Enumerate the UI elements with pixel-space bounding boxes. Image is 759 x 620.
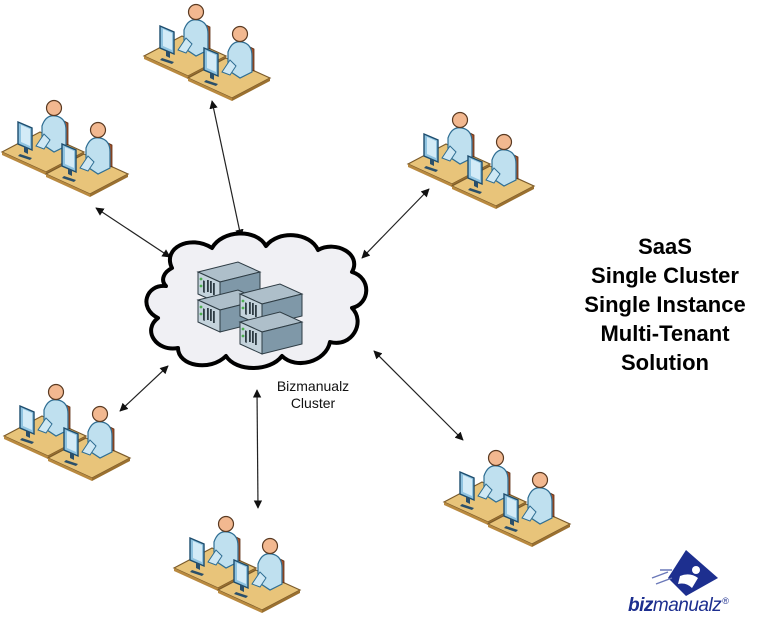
cluster-label-line-1: Bizmanualz — [276, 378, 350, 394]
arrow-bottom — [252, 389, 263, 509]
registered-mark: ® — [722, 595, 729, 606]
logo-mark-icon — [651, 550, 718, 596]
arrow-lower-left — [119, 365, 169, 412]
workstation-group-upper-right — [408, 113, 534, 210]
arrow-lower-right — [373, 350, 464, 441]
title-line-5: Solution — [621, 350, 709, 375]
logo-text-bold: biz — [628, 595, 653, 616]
title-line-1: SaaS — [638, 234, 692, 259]
arrow-top — [209, 100, 244, 238]
connection-arrows — [95, 100, 464, 509]
diagram-title: SaaS Single Cluster Single Instance Mult… — [572, 232, 758, 377]
logo-wordmark: bizmanualz® — [628, 595, 729, 617]
arrow-upper-right — [361, 188, 430, 259]
workstation-group-lower-left — [4, 385, 130, 482]
bizmanualz-logo: bizmanualz® — [628, 548, 758, 618]
cluster-label: Bizmanualz Cluster — [268, 378, 358, 412]
logo-text-light: manualz — [652, 595, 722, 616]
workstation-group-top — [144, 5, 270, 102]
title-line-2: Single Cluster — [591, 263, 739, 288]
arrow-upper-left — [95, 207, 171, 258]
cluster-label-line-2: Cluster — [290, 395, 336, 411]
workstation-group-upper-left — [2, 101, 128, 198]
workstation-group-bottom — [174, 517, 300, 614]
title-line-3: Single Instance — [584, 292, 746, 317]
workstation-group-lower-right — [444, 451, 570, 548]
title-line-4: Multi-Tenant — [600, 321, 730, 346]
